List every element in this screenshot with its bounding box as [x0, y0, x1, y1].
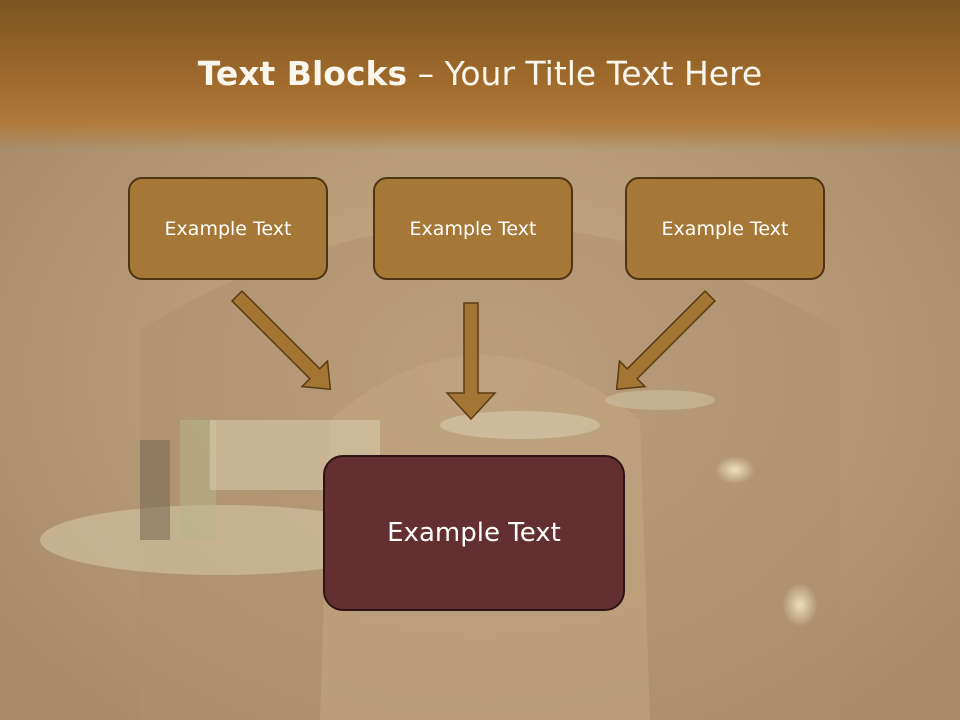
text-block-main: Example Text — [323, 455, 625, 611]
down-arrow-icon — [230, 289, 332, 391]
down-arrow-icon — [445, 302, 497, 421]
text-block-label: Example Text — [164, 217, 292, 240]
text-block-label: Example Text — [387, 518, 561, 548]
text-block-top-left: Example Text — [128, 177, 328, 280]
slide-title: Text Blocks – Your Title Text Here — [0, 54, 960, 93]
text-block-label: Example Text — [409, 217, 537, 240]
down-arrow-icon — [615, 289, 717, 391]
text-block-label: Example Text — [661, 217, 789, 240]
title-dash: – — [407, 54, 445, 93]
title-rest: Your Title Text Here — [444, 54, 763, 93]
header-band — [0, 0, 960, 150]
text-block-top-right: Example Text — [625, 177, 825, 280]
text-block-top-center: Example Text — [373, 177, 573, 280]
title-bold: Text Blocks — [197, 54, 408, 93]
